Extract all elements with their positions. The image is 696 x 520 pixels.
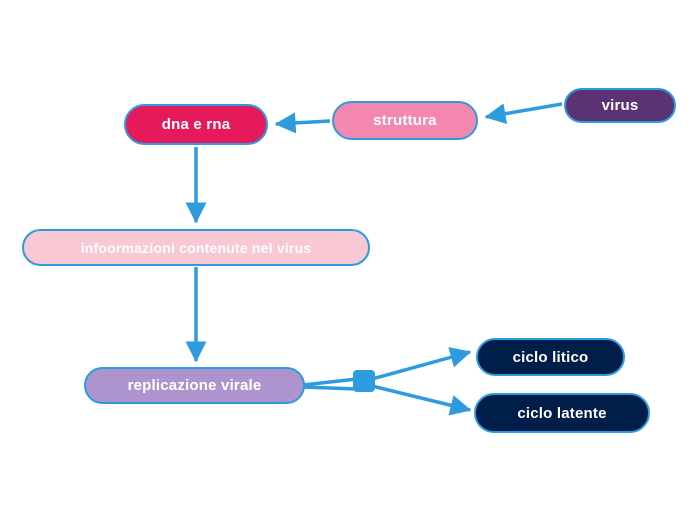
node-ciclo-latente-label: ciclo latente xyxy=(517,404,607,422)
node-informazioni-label: infoormazioni contenute nel virus xyxy=(80,239,312,256)
edge-branch-to-ciclo-litico xyxy=(371,347,472,381)
node-virus[interactable]: virus xyxy=(564,88,676,123)
node-dna-e-rna-label: dna e rna xyxy=(161,116,231,133)
node-virus-label: virus xyxy=(601,97,639,114)
edge-struttura-to-dna xyxy=(274,112,331,134)
edge-replicazione-to-branch xyxy=(302,377,358,387)
edge-replicazione-to-branch-lower xyxy=(302,385,358,391)
edge-virus-to-struttura xyxy=(484,102,563,125)
node-replicazione-virale[interactable]: replicazione virale xyxy=(84,367,305,404)
branch-point-connector[interactable] xyxy=(353,370,375,392)
node-struttura-label: struttura xyxy=(373,112,437,129)
node-replicazione-label: replicazione virale xyxy=(127,377,262,394)
node-ciclo-latente[interactable]: ciclo latente xyxy=(474,393,650,433)
node-dna-e-rna[interactable]: dna e rna xyxy=(124,104,268,145)
node-ciclo-litico[interactable]: ciclo litico xyxy=(476,338,625,376)
node-struttura[interactable]: struttura xyxy=(332,101,478,140)
node-ciclo-litico-label: ciclo litico xyxy=(512,348,589,366)
edge-branch-to-ciclo-latente xyxy=(371,384,472,416)
node-informazioni-contenute-nel-virus[interactable]: infoormazioni contenute nel virus xyxy=(22,229,370,266)
